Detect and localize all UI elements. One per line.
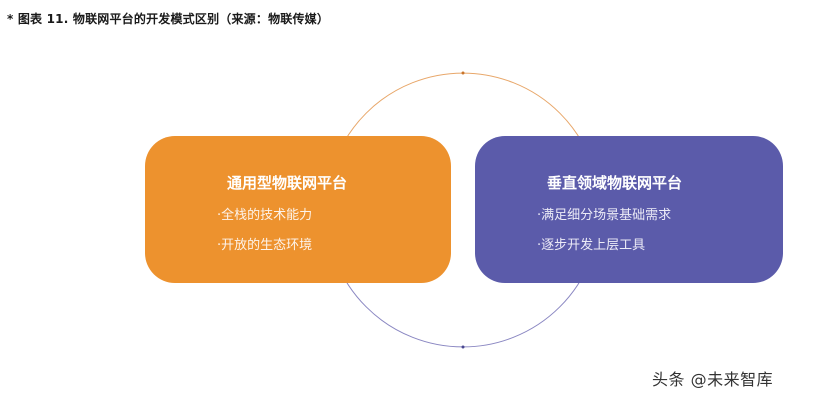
vertical-platform-box: 垂直领域物联网平台 ·满足细分场景基础需求 ·逐步开发上层工具 [475, 136, 783, 283]
general-platform-bullet: ·全栈的技术能力 [217, 208, 313, 223]
figure-caption: * 图表 11. 物联网平台的开发模式区别（来源：物联传媒） [7, 12, 330, 26]
general-platform-bullet: ·开放的生态环境 [217, 238, 313, 253]
general-platform-title: 通用型物联网平台 [227, 174, 348, 192]
vertical-platform-bullet: ·逐步开发上层工具 [537, 238, 646, 253]
general-platform-box: 通用型物联网平台 ·全栈的技术能力 ·开放的生态环境 [145, 136, 451, 283]
vertical-platform-title: 垂直领域物联网平台 [547, 174, 683, 192]
watermark: 头条 @未来智库 [652, 370, 774, 389]
vertical-platform-bullet: ·满足细分场景基础需求 [537, 208, 672, 223]
